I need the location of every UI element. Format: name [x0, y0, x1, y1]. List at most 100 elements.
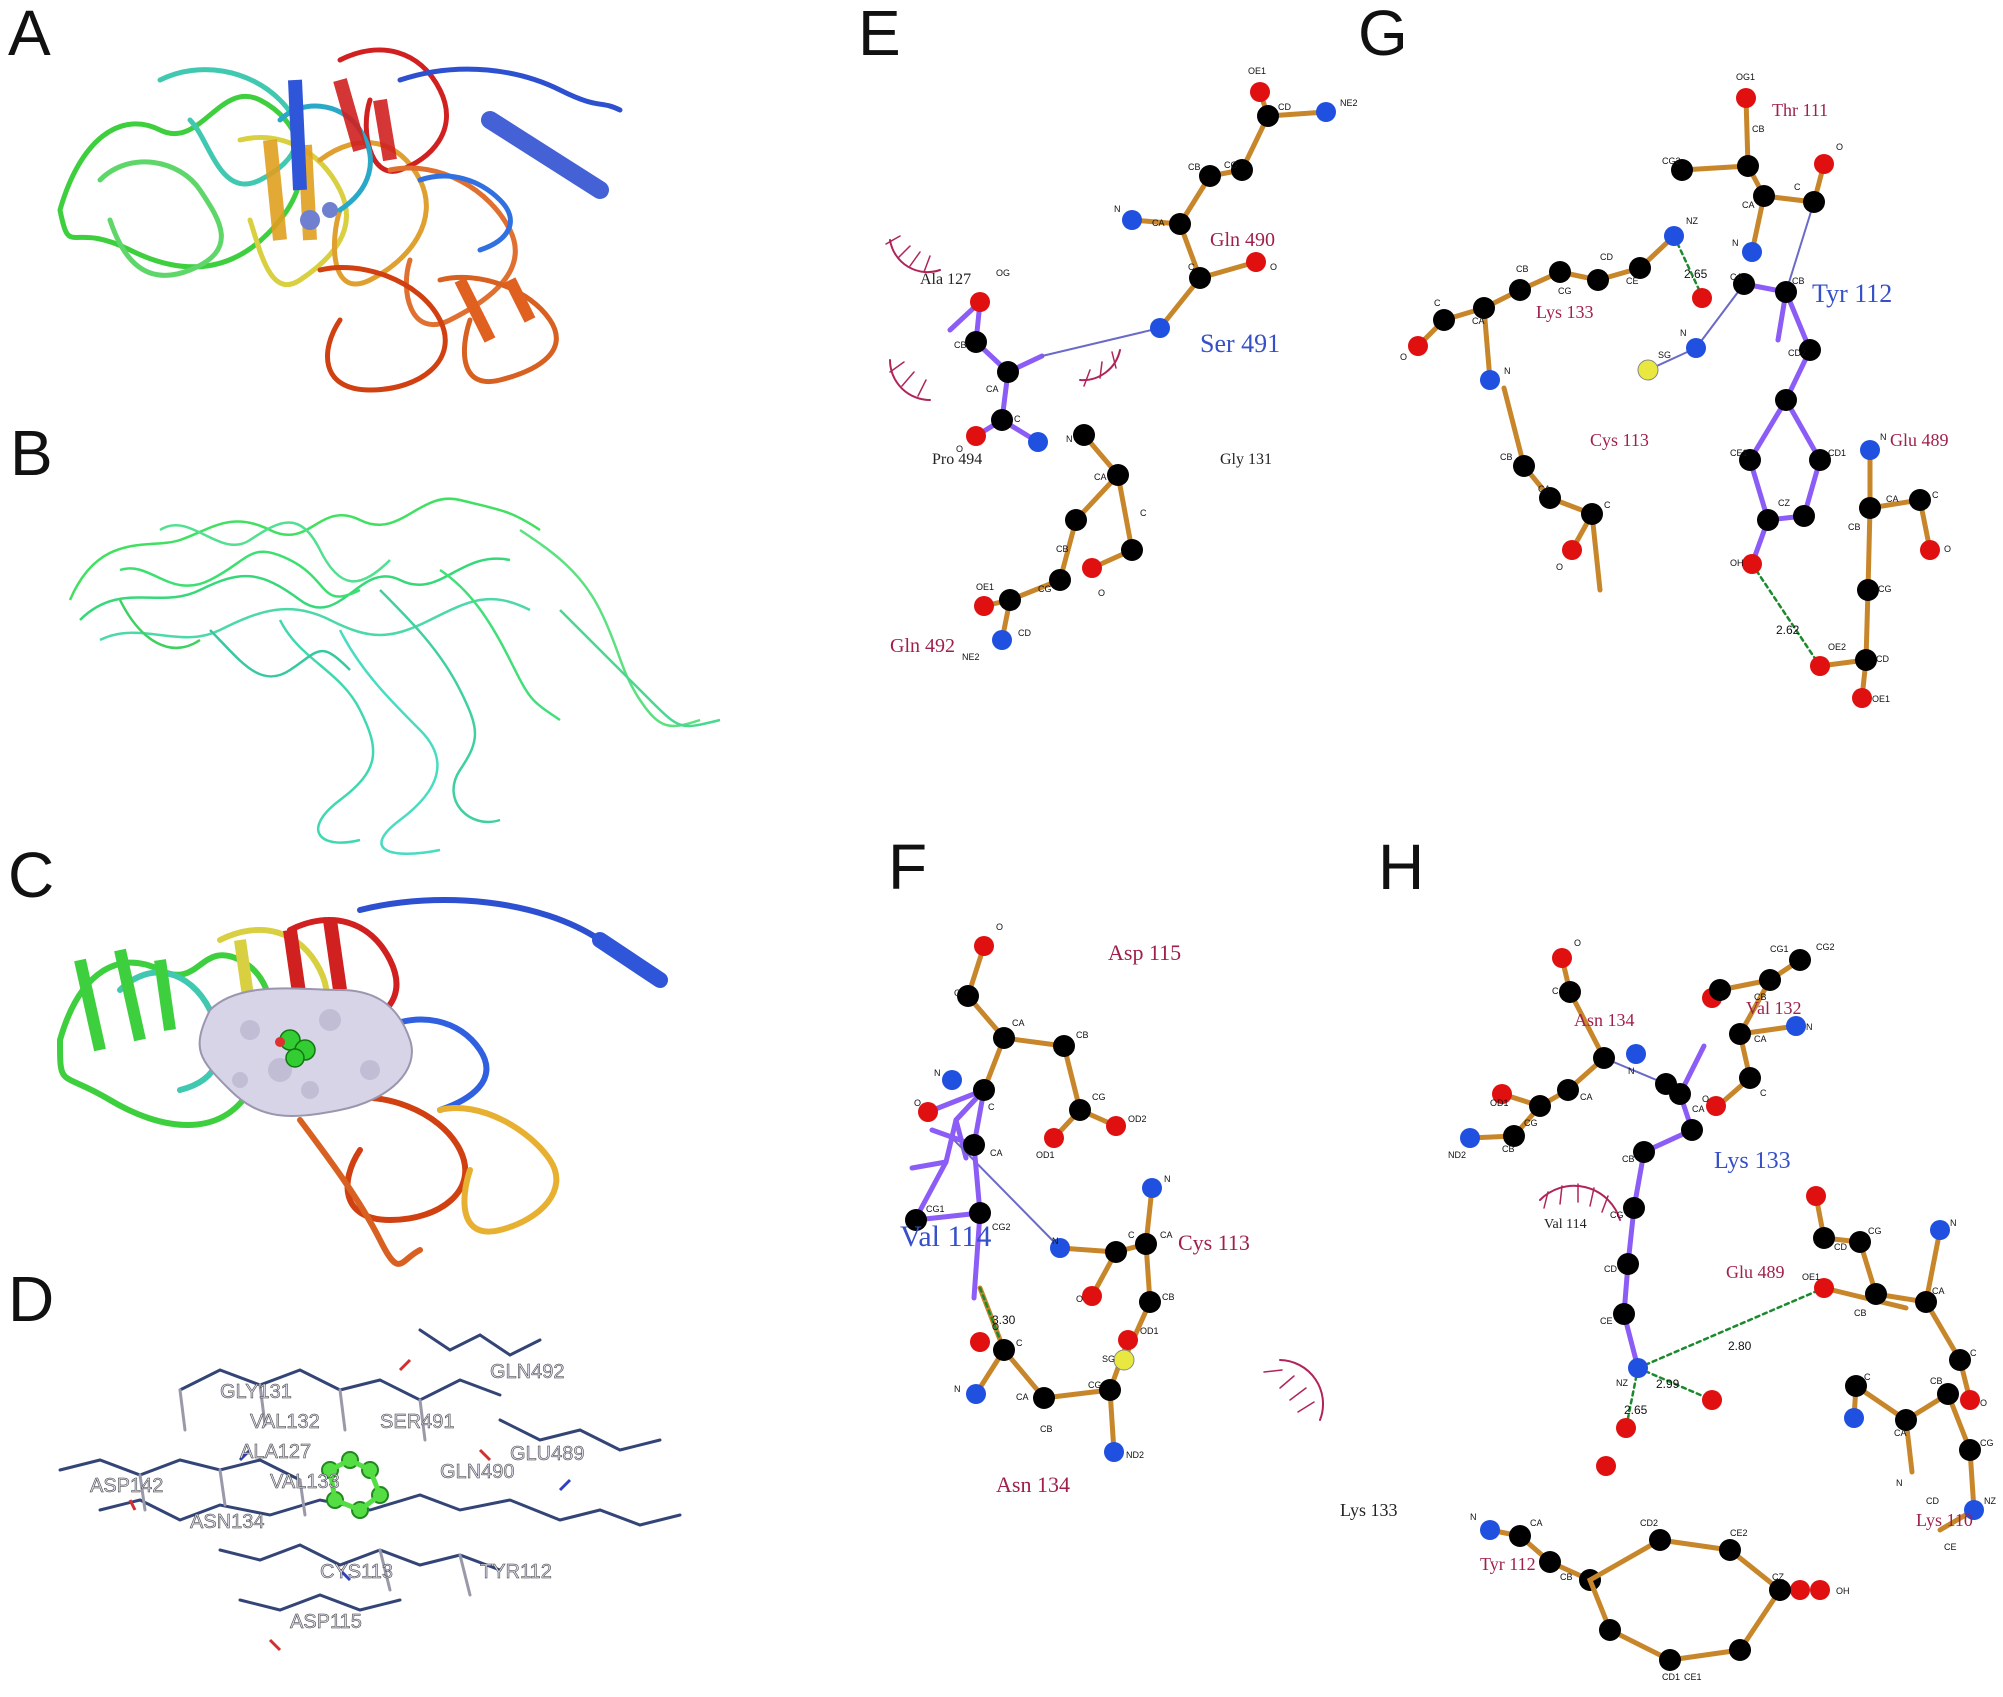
- hbond-distance-2: 2.99: [1656, 1377, 1680, 1391]
- atom-label: O: [1400, 352, 1407, 362]
- panel-label-d: D: [8, 1263, 55, 1335]
- atom-label: CB: [954, 340, 967, 350]
- atom-label: CG2: [992, 1222, 1011, 1232]
- atom-label: CA: [1730, 272, 1743, 282]
- residue-gln492: Gln 492: [890, 635, 955, 657]
- residue-label-asp142: ASP142: [90, 1475, 163, 1497]
- atom-label: OG1: [1736, 72, 1755, 82]
- atom-label: CA: [1160, 1230, 1173, 1240]
- residue-ser491: Ser 491: [1200, 329, 1280, 358]
- atom-label: O: [1076, 1294, 1083, 1304]
- atom-label: CD: [1604, 1264, 1617, 1274]
- atom-label: CZ: [1778, 498, 1790, 508]
- atom-label: O: [1944, 544, 1951, 554]
- atom-label: OE1: [1802, 1272, 1820, 1282]
- atom-label: CA: [1094, 472, 1107, 482]
- residue-lys133: Lys 133: [1340, 1500, 1398, 1520]
- atom-label: CB: [1162, 1292, 1175, 1302]
- residue-tyr112: Tyr 112: [1812, 279, 1892, 308]
- atom-label: CB: [1076, 1030, 1089, 1040]
- atom-label: CA: [1742, 200, 1755, 210]
- residue-asp115: Asp 115: [1108, 940, 1181, 965]
- residue-label-cys113: CYS113: [320, 1561, 393, 1583]
- atom-label: CE: [1600, 1316, 1613, 1326]
- residue-glu489: Glu 489: [1726, 1262, 1785, 1282]
- panel-b-backbone-trace: [68, 497, 721, 855]
- atom-label: CB: [1754, 992, 1767, 1002]
- residue-pro494: Pro 494: [932, 451, 982, 468]
- residue-val114: Val 114: [900, 1220, 991, 1253]
- atom-label: CD: [1600, 252, 1613, 262]
- residue-lys133: Lys 133: [1536, 302, 1594, 322]
- atom-label: C: [1140, 508, 1147, 518]
- atom-label: CB: [1854, 1308, 1867, 1318]
- atom-label: CA: [1932, 1286, 1945, 1296]
- atom-label: OE1: [976, 582, 994, 592]
- hbond-distance-1: 2.65: [1684, 267, 1708, 281]
- panel-d-stick-model: GLY131 GLN492 VAL132 SER491 ALA127 GLU48…: [58, 1328, 682, 1652]
- atom-label: CE1: [1684, 1672, 1702, 1682]
- atom-label: N: [1950, 1218, 1957, 1228]
- residue-label-tyr112: TYR112: [480, 1561, 552, 1583]
- atom-label: CE: [1626, 276, 1639, 286]
- atom-label: OH: [1730, 558, 1744, 568]
- atom-label: CA: [1012, 1018, 1025, 1028]
- atom-label: CD2: [1640, 1518, 1658, 1528]
- atom-label: C: [1604, 500, 1611, 510]
- atom-label: N: [1806, 1022, 1813, 1032]
- hbond-distance-2: 2.62: [1776, 623, 1800, 637]
- residue-label-asp115: ASP115: [290, 1611, 362, 1633]
- atom-label: CA: [1016, 1392, 1029, 1402]
- atom-label: CA: [1886, 494, 1899, 504]
- atom-label: CD: [1834, 1242, 1847, 1252]
- atom-label: N: [1680, 328, 1687, 338]
- residue-cys113: Cys 113: [1178, 1230, 1250, 1255]
- atom-label: C: [1014, 414, 1021, 424]
- atom-label: C: [1794, 182, 1801, 192]
- panel-label-f: F: [888, 831, 928, 903]
- atom-label: N: [1896, 1478, 1903, 1488]
- atom-label: O: [1574, 938, 1581, 948]
- atom-label: CB: [1040, 1424, 1053, 1434]
- residue-label-val133: VAL133: [270, 1471, 340, 1493]
- atom-label: CA: [1152, 218, 1165, 228]
- atom-label: CZ: [1772, 1572, 1784, 1582]
- residue-label-ala127: ALA127: [240, 1441, 311, 1463]
- residue-gly131: Gly 131: [1220, 451, 1272, 468]
- atom-label: CE2: [1730, 1528, 1748, 1538]
- residue-glu489: Glu 489: [1890, 430, 1949, 450]
- residue-val132: Val 132: [1746, 998, 1802, 1018]
- atom-label: SG: [1658, 350, 1671, 360]
- atom-label: CG1: [1770, 944, 1789, 954]
- atom-label: CB: [1056, 544, 1069, 554]
- panel-c-ribbon-with-surface: [57, 897, 668, 1267]
- atom-label: OG: [996, 268, 1010, 278]
- atom-label: CG: [1878, 584, 1892, 594]
- atom-label: CG: [1610, 1210, 1624, 1220]
- panel-g-ligplot: OG1 CB CG2 CA C O N NZ CE CD CG CB CA C …: [1400, 72, 1951, 708]
- atom-label: CA: [986, 384, 999, 394]
- atom-label: SG: [1102, 1354, 1115, 1364]
- atom-label: N: [1164, 1174, 1171, 1184]
- atom-label: CA: [1472, 316, 1485, 326]
- panel-a-ribbon-structure: [57, 47, 623, 393]
- atom-label: C: [1552, 986, 1559, 996]
- atom-label: O: [1980, 1398, 1987, 1408]
- atom-label: CD1: [1662, 1672, 1680, 1682]
- atom-label: OD1: [1140, 1326, 1159, 1336]
- atom-label: CG: [1088, 1380, 1102, 1390]
- panel-label-c: C: [8, 839, 55, 911]
- atom-label: CD: [1926, 1496, 1939, 1506]
- atom-label: O: [1702, 1094, 1709, 1104]
- atom-label: CA: [1754, 1034, 1767, 1044]
- atom-label: OH: [1836, 1586, 1850, 1596]
- residue-label-asn134: ASN134: [190, 1511, 265, 1533]
- residue-val114: Val 114: [1544, 1217, 1587, 1232]
- residue-lys133: Lys 133: [1714, 1148, 1791, 1174]
- atom-label: N: [1052, 1236, 1059, 1246]
- panel-label-h: H: [1378, 831, 1425, 903]
- atom-label: N: [1880, 432, 1887, 442]
- atom-label: O: [1098, 588, 1105, 598]
- atom-label: O: [992, 1322, 999, 1332]
- atom-label: CA: [1530, 1518, 1543, 1528]
